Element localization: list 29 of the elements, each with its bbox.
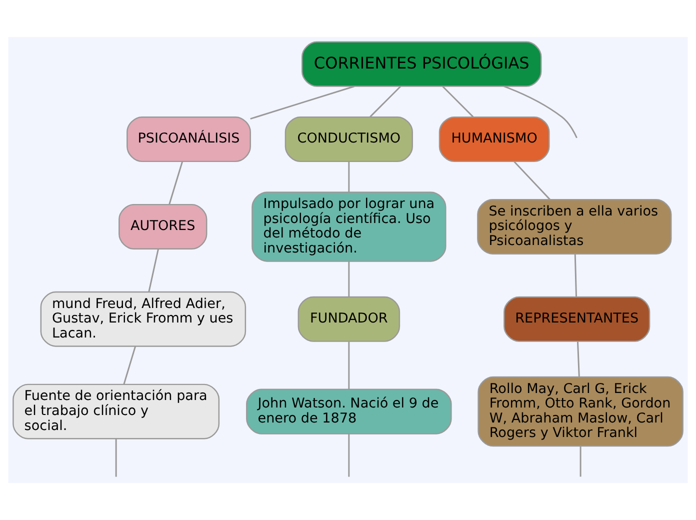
node-box: FUNDADOR (298, 296, 400, 342)
node-box: Fuente de orientación para el trabajo clínico y social. (12, 384, 220, 440)
connector (115, 438, 117, 477)
connector (348, 162, 350, 192)
node-box: Impulsado por lograr una psicología científica. Uso del método de investigación. (252, 192, 446, 262)
node-box: REPRESENTANTES (504, 296, 650, 342)
connector (574, 254, 577, 297)
node-box: Se inscriben a ella varios psicólogos y Psicoanalistas (477, 199, 672, 254)
connector (442, 86, 474, 118)
node-box: HUMANISMO (438, 116, 550, 162)
connector (576, 342, 580, 377)
connector (148, 249, 159, 292)
connector (348, 261, 350, 297)
node-box: PSICOANÁLISIS (126, 116, 251, 162)
node-box: mund Freud, Alfred Adier, Gustav, Erick Fromm y ues Lacan. (40, 291, 246, 347)
connector (514, 161, 550, 200)
connector (348, 342, 350, 390)
connector (168, 161, 184, 204)
connector (504, 86, 578, 138)
connector (348, 434, 350, 477)
node-box: AUTORES (118, 204, 208, 250)
node-box: CONDUCTISMO (284, 116, 413, 162)
node-box: John Watson. Nació el 9 de enero de 1878 (246, 388, 452, 434)
connector (370, 86, 402, 118)
node-box: CORRIENTES PSICOLÓGIAS (302, 41, 542, 87)
connector (580, 446, 582, 477)
connector (123, 346, 136, 385)
node-box: Rollo May, Carl G, Erick Fromm, Otto Rank, Gordon W, Abraham Maslow, Carl Rogers y Viktor Frankl (478, 376, 684, 447)
connector (250, 86, 354, 120)
